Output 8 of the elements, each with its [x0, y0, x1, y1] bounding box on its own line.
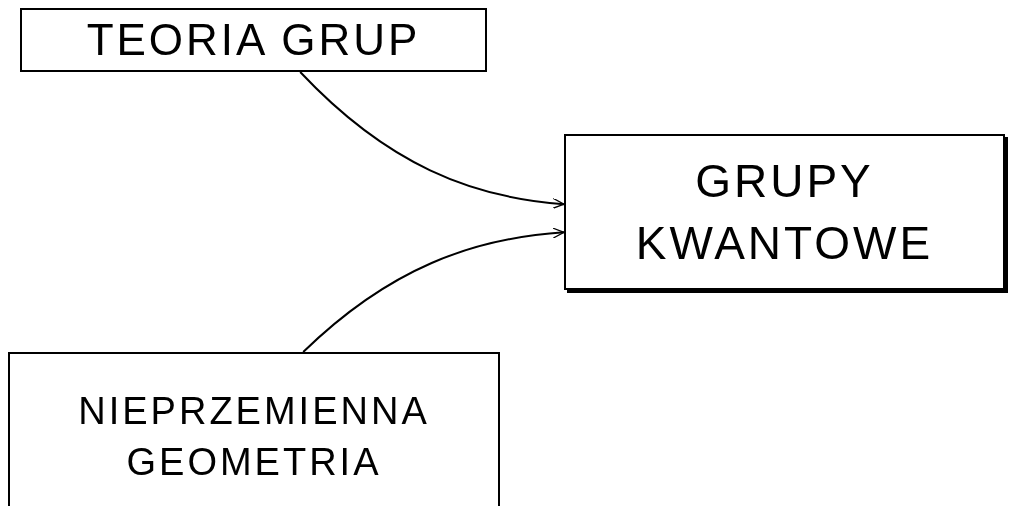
- text-box: [8, 352, 500, 506]
- box-label: GRUPY KWANTOWE: [634, 153, 935, 271]
- curved-arrow: [302, 227, 565, 353]
- box-label: NIEPRZEMIENNA GEOMETRIA: [77, 388, 431, 485]
- text-box: [564, 134, 1005, 290]
- text-box: [20, 8, 487, 72]
- box-label: TEORIA GRUP: [86, 14, 421, 67]
- curved-arrow: [299, 71, 565, 209]
